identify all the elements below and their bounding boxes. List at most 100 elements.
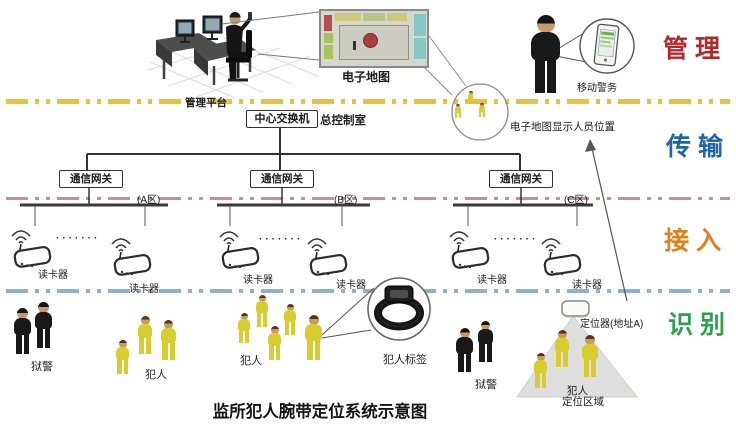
figure-body xyxy=(555,338,569,352)
figure-head xyxy=(460,328,470,338)
figure-leg xyxy=(306,340,313,360)
wristband-circle xyxy=(367,277,431,341)
locator-label: 定位器(地址A) xyxy=(580,319,644,330)
figure-body xyxy=(256,301,268,313)
operator-figure xyxy=(226,12,252,82)
figure-head xyxy=(287,304,294,311)
guard-figure xyxy=(478,321,493,364)
figure-leg xyxy=(314,340,321,360)
card-reader-icon xyxy=(538,236,586,285)
figure-leg xyxy=(36,328,43,348)
zone-label-b: (B区) xyxy=(334,195,358,206)
map-room xyxy=(414,14,426,36)
figure-leg xyxy=(541,372,546,388)
reader-ellipsis: ······· xyxy=(56,233,101,244)
map-room xyxy=(387,13,407,21)
figure-head xyxy=(537,15,555,33)
map-room xyxy=(363,13,385,21)
divider-management-transmission xyxy=(6,99,730,104)
figure-leg xyxy=(535,372,540,388)
figure-leg xyxy=(269,345,274,360)
figure-head xyxy=(17,308,28,319)
figure-leg xyxy=(275,345,280,360)
figure-leg xyxy=(284,321,289,335)
divider-transmission-access xyxy=(6,197,730,200)
inmate-figure xyxy=(479,103,485,119)
platform-label: 管理平台 xyxy=(185,97,227,109)
inmate-figure xyxy=(161,320,176,362)
guard-figure xyxy=(35,302,52,350)
map-room xyxy=(324,15,332,31)
figure-head xyxy=(141,316,150,325)
card-reader-icon xyxy=(8,228,56,277)
figure-body xyxy=(268,333,281,346)
figure-legs xyxy=(238,330,250,343)
figure-leg xyxy=(291,321,296,335)
layer-label-identification: 识别 xyxy=(668,311,733,339)
figure-body xyxy=(35,312,52,329)
inmate-figure xyxy=(284,304,296,337)
figure-legs xyxy=(468,98,473,103)
card-reader-icon xyxy=(446,229,494,278)
central-switch-box: 中心交换机 xyxy=(246,110,318,128)
figure-legs xyxy=(35,328,52,348)
inmate-figure xyxy=(138,316,152,356)
diagram-title: 监所犯人腕带定位系统示意图 xyxy=(212,403,428,421)
divider-access-identification xyxy=(6,289,730,293)
gateway-box-a: 通信网关 xyxy=(59,170,123,188)
figure-legs xyxy=(555,351,569,367)
figure-leg xyxy=(15,334,22,354)
figure-head xyxy=(271,326,279,334)
figure-body xyxy=(116,347,129,360)
layer-label-management: 管理 xyxy=(663,35,728,63)
guard-figure xyxy=(456,328,473,374)
figure-legs xyxy=(116,359,129,374)
figure-legs xyxy=(582,359,598,377)
figure-leg xyxy=(162,342,168,360)
wristband-callout-lines xyxy=(321,287,375,339)
mobile-service-label: 移动警务 xyxy=(577,83,617,94)
figure-legs xyxy=(479,111,485,117)
inmate-figure xyxy=(455,104,461,120)
reader-ellipsis: ······· xyxy=(259,234,304,245)
figure-head xyxy=(38,302,49,313)
inmate-label-2: 犯人 xyxy=(240,355,262,367)
figure-leg xyxy=(471,98,473,103)
wristband-label: 犯人标签 xyxy=(383,354,427,366)
monitor-icons xyxy=(175,15,223,43)
figure-body xyxy=(138,324,152,338)
figure-leg xyxy=(256,312,261,327)
zone-area-label-2: 定位区域 xyxy=(562,396,604,408)
figure-body xyxy=(305,324,322,341)
figure-legs xyxy=(478,343,493,362)
figure-leg xyxy=(583,359,589,377)
network-tree-lines xyxy=(86,128,521,171)
map-position-note: 电子地图显示人员位置 xyxy=(510,121,615,133)
figure-leg xyxy=(534,60,545,93)
inmate-figure xyxy=(534,353,547,390)
figure-body xyxy=(14,318,31,335)
figure-legs xyxy=(455,112,461,118)
map-label: 电子地图 xyxy=(342,70,391,84)
figure-leg xyxy=(468,98,470,103)
figure-leg xyxy=(486,343,492,362)
figure-legs xyxy=(161,342,176,360)
desk-illustration xyxy=(156,33,256,85)
inmate-figure xyxy=(582,335,598,379)
inmate-figure xyxy=(256,295,268,329)
figure-legs xyxy=(256,312,268,327)
inmate-figure xyxy=(238,313,250,345)
figure-leg xyxy=(123,359,128,374)
figure-legs xyxy=(305,340,322,360)
layer-label-transmission: 传输 xyxy=(666,133,731,161)
reader-ellipsis: ······· xyxy=(494,234,539,245)
figure-leg xyxy=(556,351,561,367)
figure-leg xyxy=(23,334,30,354)
figure-legs xyxy=(268,345,281,360)
monitor-to-map-lines xyxy=(221,11,320,61)
card-reader-label: 读卡器 xyxy=(38,270,68,281)
figure-body xyxy=(456,337,473,354)
floor-grid xyxy=(147,37,319,99)
figure-leg xyxy=(546,60,557,93)
